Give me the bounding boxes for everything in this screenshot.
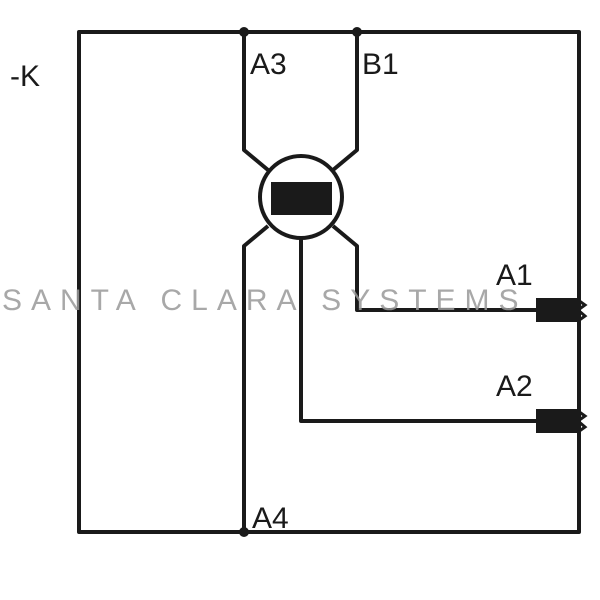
terminal-label-a4: A4 [252, 502, 289, 535]
wire-a2 [299, 238, 540, 423]
terminal-label-a3: A3 [250, 48, 287, 81]
terminal-block-a1 [536, 298, 578, 322]
terminal-label-a1: A1 [496, 259, 533, 292]
terminal-label-b1: B1 [362, 48, 399, 81]
connector-notch-a2 [575, 409, 588, 434]
device-enclosure [77, 30, 581, 534]
sensor-element-icon [271, 182, 332, 215]
junction-b1-icon [352, 27, 362, 37]
sensor-circle-symbol [258, 154, 344, 240]
terminal-label-a2: A2 [496, 370, 533, 403]
watermark-text: SANTA CLARA SYSTEMS [2, 284, 528, 317]
junction-a4-icon [239, 527, 249, 537]
connector-notch-a1 [575, 298, 588, 323]
junction-markers [239, 27, 362, 537]
junction-a3-icon [239, 27, 249, 37]
wire-a4 [242, 224, 270, 532]
wire-a1 [331, 224, 540, 312]
wire-a3 [242, 32, 270, 172]
device-label: -K [10, 60, 40, 93]
terminal-block-a2 [536, 409, 578, 433]
wire-b1 [331, 32, 359, 172]
